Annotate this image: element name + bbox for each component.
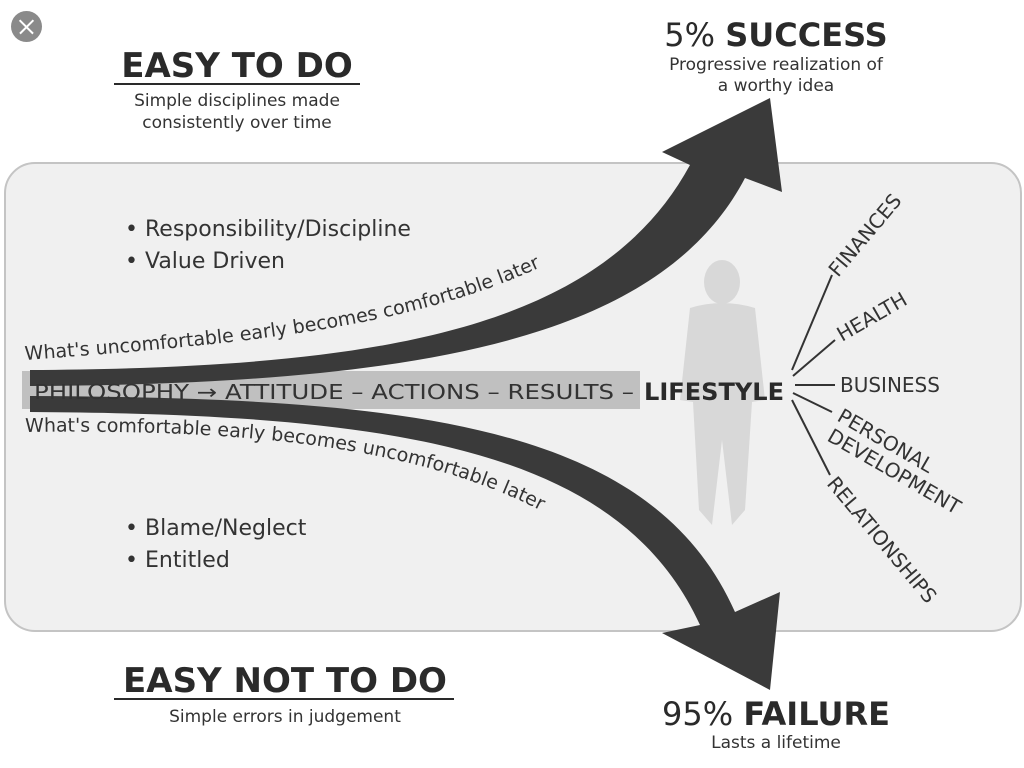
close-button[interactable] <box>11 11 42 42</box>
success-line2: a worthy idea <box>718 76 834 96</box>
easy-not-to-do-title: EASY NOT TO DO <box>123 661 447 701</box>
failure-line1: Lasts a lifetime <box>711 733 841 753</box>
lower-bullet: • Entitled <box>125 548 230 573</box>
success-heading: 5% SUCCESS <box>664 16 887 54</box>
success-arrow <box>30 98 782 386</box>
upper-bullet: • Responsibility/Discipline <box>125 217 411 242</box>
failure-heading: 95% FAILURE <box>662 695 890 733</box>
area-business: BUSINESS <box>840 373 940 397</box>
success-line1: Progressive realization of <box>669 55 884 75</box>
easy-to-do-sub2: consistently over time <box>142 113 331 133</box>
flow-text: PHILOSOPHY → ATTITUDE – ACTIONS – RESULT… <box>34 380 634 404</box>
lifestyle-branches <box>791 274 836 476</box>
lower-bullet: • Blame/Neglect <box>125 516 307 541</box>
person-silhouette-icon <box>680 260 765 525</box>
flow-lifestyle: LIFESTYLE <box>644 378 784 406</box>
easy-to-do-title: EASY TO DO <box>121 46 353 86</box>
easy-to-do-sub1: Simple disciplines made <box>134 91 340 111</box>
upper-bullet: • Value Driven <box>125 249 285 274</box>
easy-not-to-do-sub: Simple errors in judgement <box>169 707 401 727</box>
failure-arrow <box>30 396 780 690</box>
